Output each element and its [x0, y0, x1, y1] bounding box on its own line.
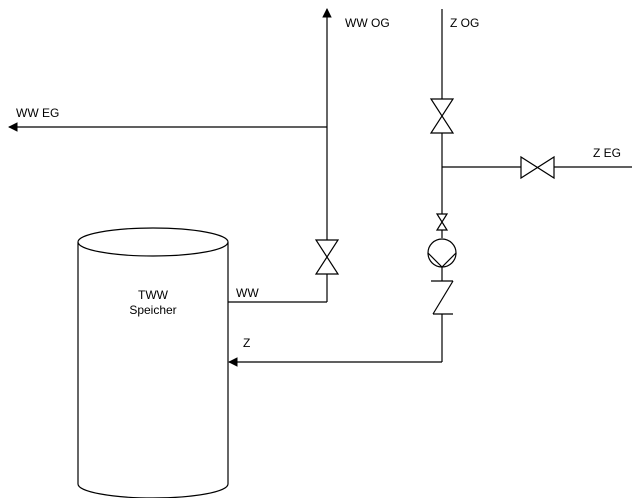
label-z-eg: Z EG	[593, 146, 621, 160]
label-z-og: Z OG	[450, 16, 479, 30]
label-ww-og: WW OG	[345, 16, 390, 30]
circulation-pump-icon	[427, 238, 457, 268]
label-ww: WW	[236, 286, 259, 300]
z-eg-valve	[520, 155, 555, 180]
circulation-line	[228, 9, 632, 367]
label-ww-eg: WW EG	[16, 106, 59, 120]
tank-label-line2: Speicher	[129, 303, 176, 317]
z-og-valve	[429, 98, 455, 134]
small-valve	[435, 213, 449, 231]
hot-water-line	[8, 8, 340, 303]
label-z: Z	[243, 336, 250, 350]
tank-top	[77, 227, 229, 257]
check-valve-icon	[431, 280, 454, 315]
ww-valve	[314, 239, 340, 275]
storage-tank: TWW Speicher	[77, 227, 229, 499]
tank-label-line1: TWW	[138, 288, 169, 302]
tank-body	[77, 242, 229, 499]
